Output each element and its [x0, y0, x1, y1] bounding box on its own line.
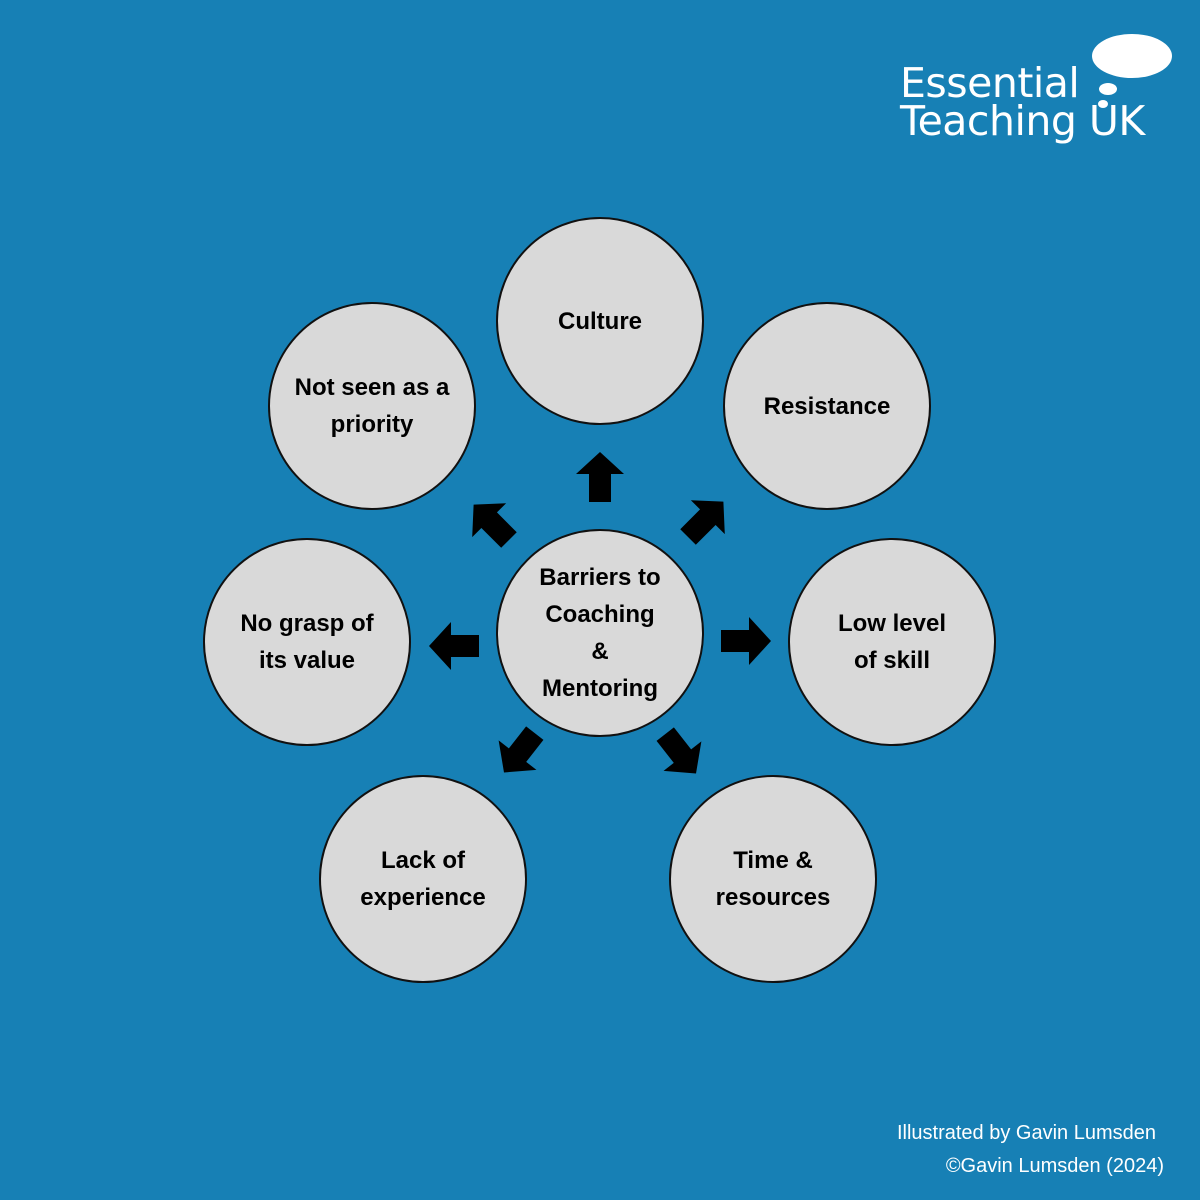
brand-line-2: Teaching UK — [900, 97, 1145, 145]
circle-culture: Culture — [496, 217, 704, 425]
culture-label: Culture — [510, 303, 690, 340]
time-label: Time & resources — [683, 842, 863, 916]
culture-line-1: Culture — [558, 307, 642, 335]
priority-line-1: Not seen as a — [294, 374, 450, 401]
arrow-to-priority — [456, 487, 526, 557]
arrow-to-value — [429, 622, 479, 670]
thought-bubble-icon — [1092, 34, 1172, 108]
skill-label: Low level of skill — [802, 605, 982, 679]
circle-resistance: Resistance — [723, 302, 931, 510]
circle-priority: Not seen as a priority — [268, 302, 476, 510]
value-line-2: its value — [258, 647, 356, 674]
arrow-to-experience — [485, 718, 554, 788]
circle-experience: Lack of experience — [319, 775, 527, 983]
circle-skill: Low level of skill — [788, 538, 996, 746]
illustrated-credit: Illustrated by Gavin Lumsden — [896, 1122, 1156, 1144]
copyright-credit: ©Gavin Lumsden (2024) — [945, 1155, 1164, 1177]
center-line-4: Mentoring — [542, 675, 658, 702]
resistance-line-1: Resistance — [763, 392, 891, 420]
arrow-to-time — [646, 719, 715, 789]
arrow-to-skill — [721, 617, 771, 665]
experience-label: Lack of experience — [333, 842, 513, 916]
priority-label: Not seen as a priority — [282, 369, 462, 443]
bubble-large — [1092, 34, 1172, 78]
priority-line-2: priority — [330, 411, 414, 438]
skill-line-2: of skill — [853, 647, 931, 674]
time-line-2: resources — [715, 884, 831, 911]
experience-line-1: Lack of — [380, 847, 466, 874]
arrow-to-culture — [576, 452, 624, 502]
center-label: Barriers to Coaching & Mentoring — [510, 559, 690, 707]
value-label: No grasp of its value — [217, 605, 397, 679]
center-circle: Barriers to Coaching & Mentoring — [496, 529, 704, 737]
experience-line-2: experience — [360, 884, 486, 911]
arrow-to-resistance — [671, 484, 741, 554]
center-line-2: Coaching — [545, 601, 655, 628]
center-line-3: & — [591, 638, 609, 665]
brand-line-1: Essential — [900, 59, 1080, 107]
circle-value: No grasp of its value — [203, 538, 411, 746]
brand-logo: Essential Teaching UK — [900, 30, 1190, 160]
value-line-1: No grasp of — [240, 610, 374, 637]
brand-name: Essential Teaching UK — [900, 59, 1145, 145]
center-line-1: Barriers to — [539, 564, 661, 591]
bubble-medium — [1099, 83, 1117, 95]
circle-time: Time & resources — [669, 775, 877, 983]
bubble-small — [1098, 100, 1108, 108]
skill-line-1: Low level — [837, 610, 947, 637]
time-line-1: Time & — [733, 847, 813, 874]
resistance-label: Resistance — [737, 388, 917, 425]
